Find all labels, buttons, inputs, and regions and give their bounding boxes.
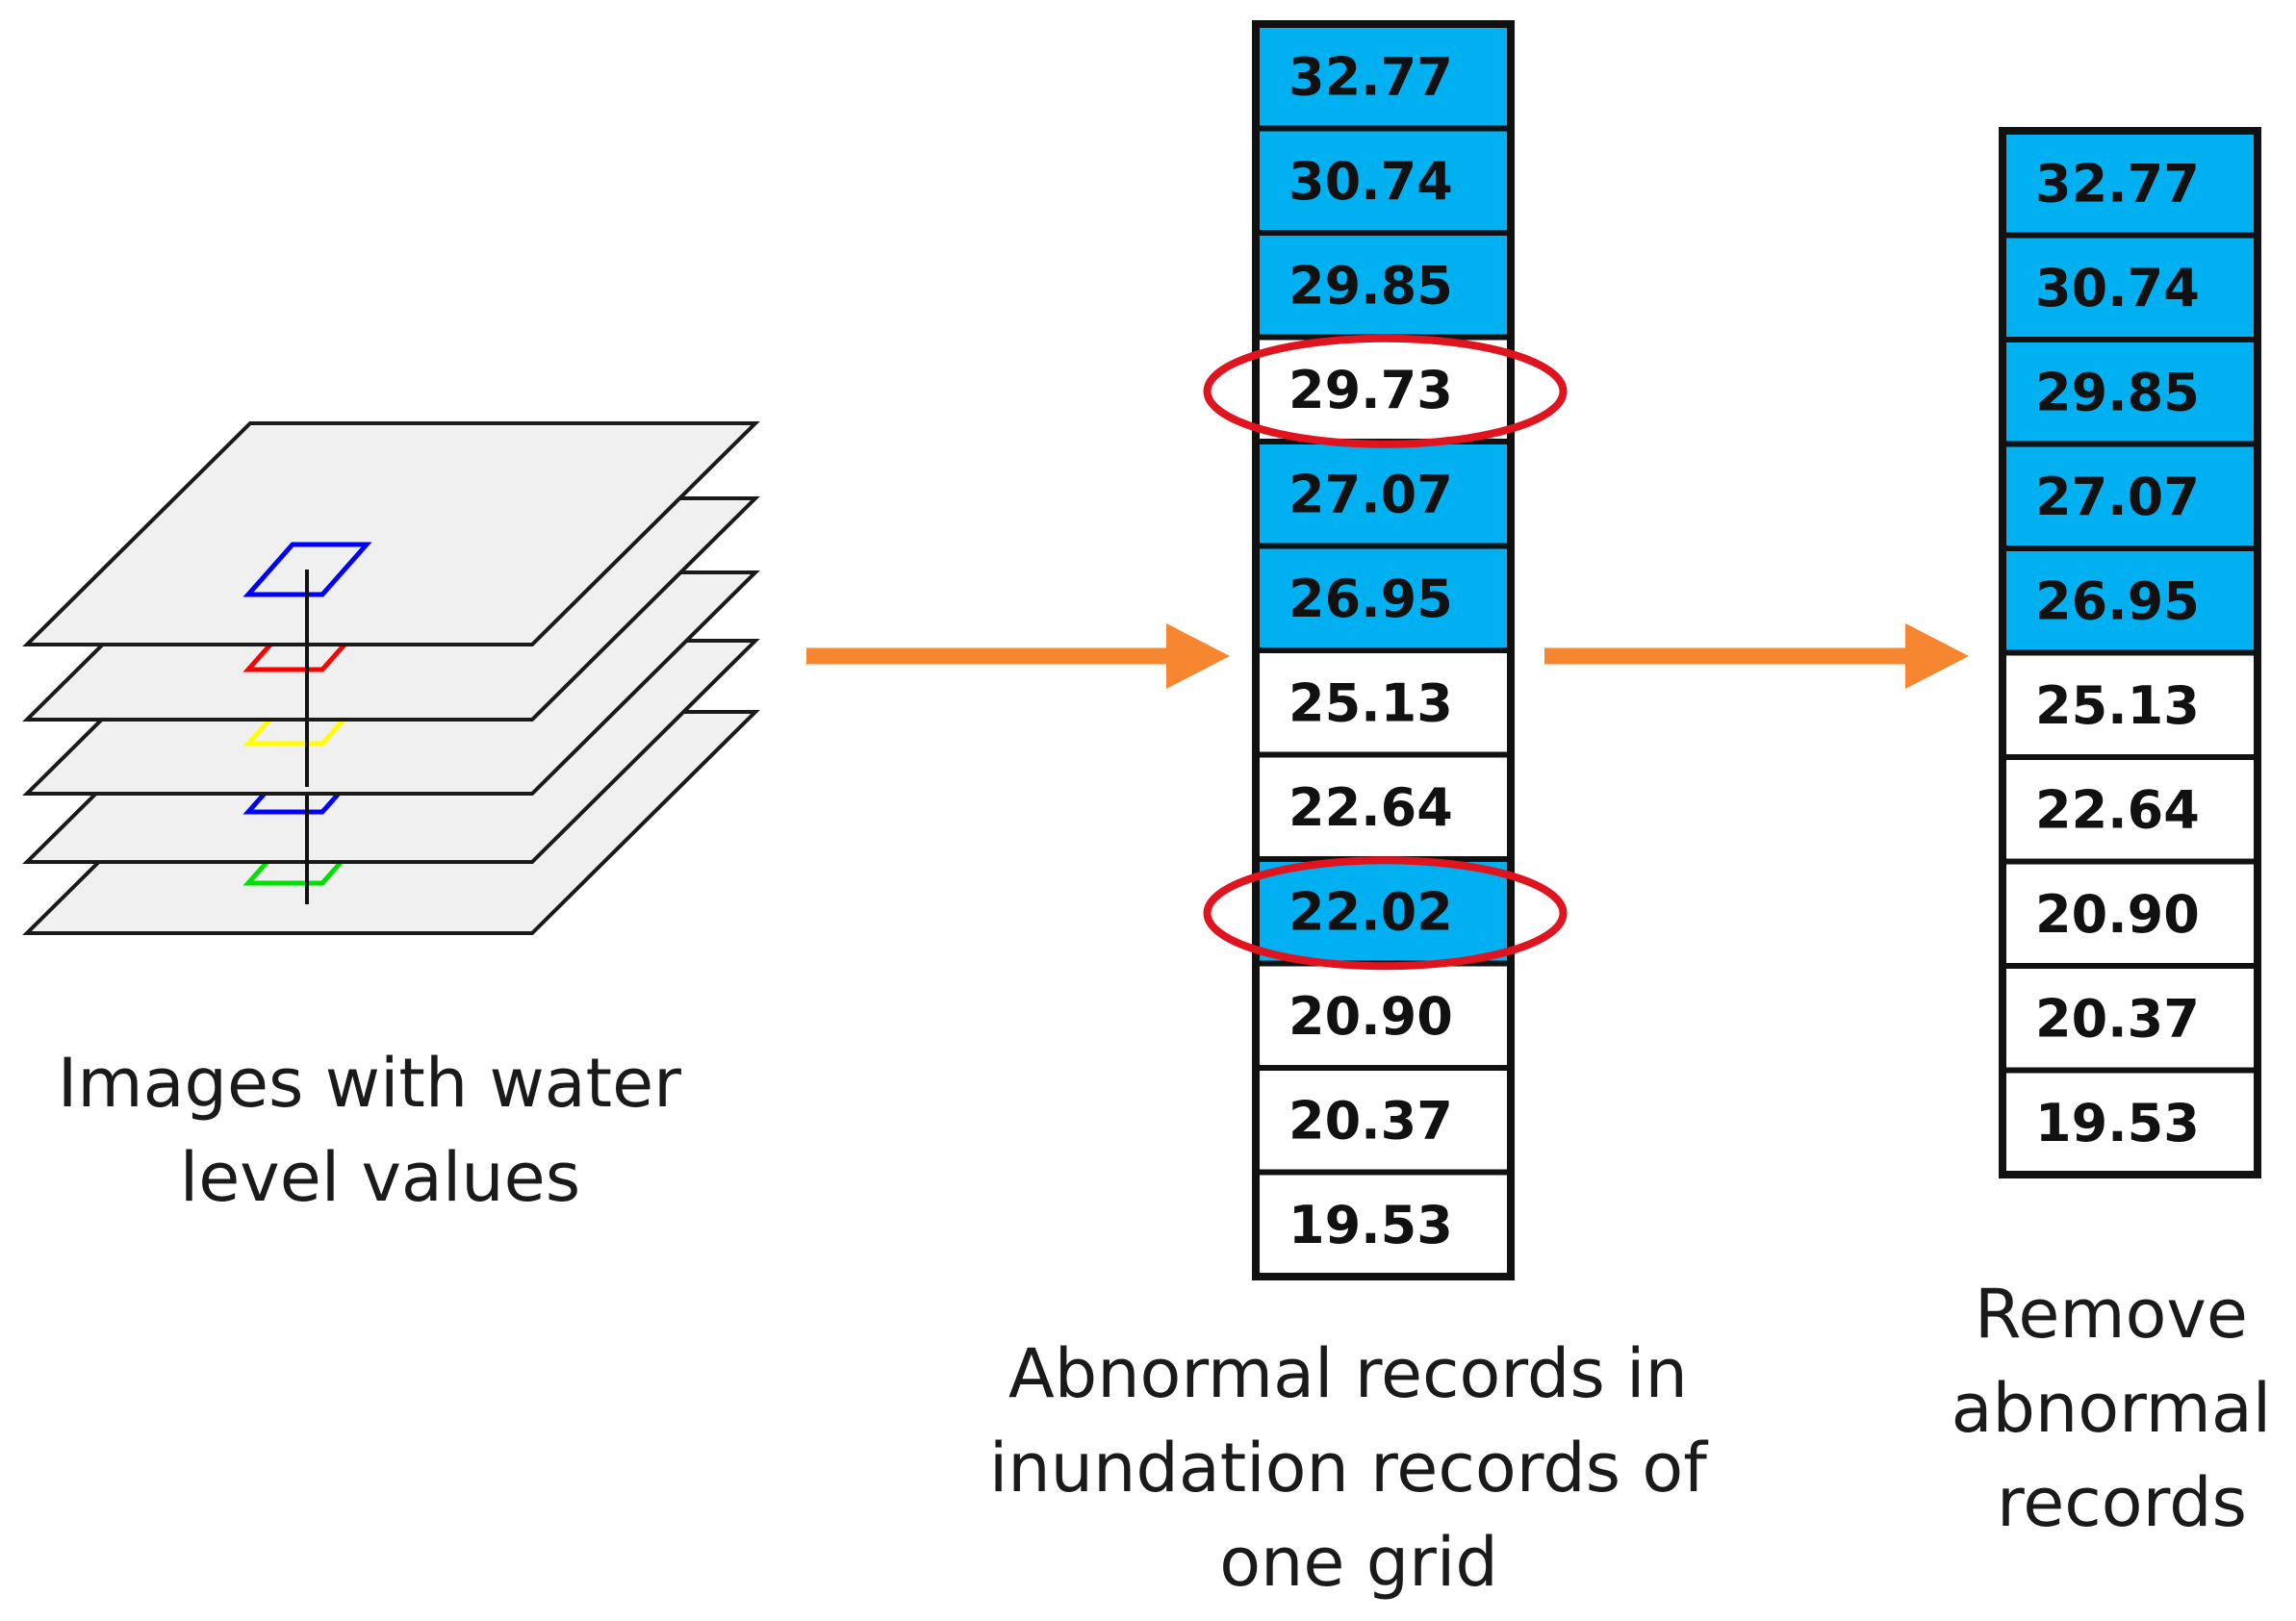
record-value: 19.53	[1288, 1195, 1453, 1255]
record-value: 22.02	[1288, 881, 1453, 942]
record-value: 22.64	[2035, 779, 2200, 840]
record-value: 29.85	[2035, 362, 2200, 422]
pixel-marker	[242, 542, 372, 597]
arrow-to-records	[806, 623, 1230, 689]
remove-caption-line-2: abnormal	[1952, 1369, 2272, 1448]
record-value: 25.13	[2035, 675, 2200, 736]
remove-caption-line-3: records	[1997, 1463, 2247, 1542]
images-caption-line-1: Images with water	[58, 1044, 681, 1123]
record-value: 27.07	[1288, 464, 1453, 524]
abnormal-record-marker	[1203, 856, 1568, 971]
record-value: 20.90	[2035, 884, 2200, 945]
record-column-frame	[1999, 127, 2261, 1178]
remove-caption: Remove abnormal records	[1952, 1275, 2293, 1542]
record-cell	[1253, 334, 1514, 444]
record-cell	[1253, 230, 1514, 341]
record-cell	[2000, 128, 2260, 239]
record-value: 29.73	[1288, 360, 1453, 420]
images-caption-line-2: level values	[180, 1138, 580, 1217]
record-value: 25.13	[1288, 672, 1453, 733]
record-column-frame	[1252, 20, 1515, 1280]
record-cell	[1253, 1065, 1514, 1176]
arrow-head	[1166, 623, 1230, 689]
record-value: 26.95	[1288, 569, 1453, 629]
images-caption: Images with water level values	[58, 1044, 702, 1217]
record-value: 20.37	[2035, 988, 2200, 1049]
records-column-all: 32.77 30.74 29.85 29.73 27.07 26.95 25.13 22.64…	[1252, 20, 1515, 1280]
records-column-cleaned: 32.77 30.74 29.85 27.07 26.95 25.13 22.64 20.90…	[1999, 127, 2261, 1178]
abnormal-record-marker	[1203, 334, 1568, 448]
record-cell	[2000, 963, 2260, 1074]
record-value: 26.95	[2035, 570, 2200, 631]
abnormal-markers	[1203, 334, 1568, 971]
image-layer-stack	[22, 421, 760, 935]
record-value: 32.77	[1288, 46, 1453, 107]
record-value: 30.74	[1288, 151, 1453, 212]
record-value: 19.53	[2035, 1093, 2200, 1153]
record-cell	[2000, 232, 2260, 342]
record-value: 20.90	[1288, 986, 1453, 1047]
record-value: 22.64	[1288, 777, 1453, 838]
abnormal-caption-line-2: inundation records of	[989, 1429, 1708, 1507]
record-value: 32.77	[2035, 153, 2200, 214]
abnormal-caption: Abnormal records in inundation records o…	[989, 1334, 1728, 1602]
arrow-to-cleaned	[1544, 623, 1969, 689]
record-value: 20.37	[1288, 1090, 1453, 1151]
image-layer	[22, 421, 760, 646]
record-value: 27.07	[2035, 467, 2200, 527]
record-value: 29.85	[1288, 255, 1453, 316]
abnormal-caption-line-1: Abnormal records in	[1008, 1334, 1688, 1413]
remove-caption-line-1: Remove	[1975, 1275, 2248, 1354]
arrow-head	[1905, 623, 1969, 689]
record-cell	[1253, 125, 1514, 236]
record-value: 30.74	[2035, 258, 2200, 318]
abnormal-caption-line-3: one grid	[1219, 1523, 1498, 1602]
